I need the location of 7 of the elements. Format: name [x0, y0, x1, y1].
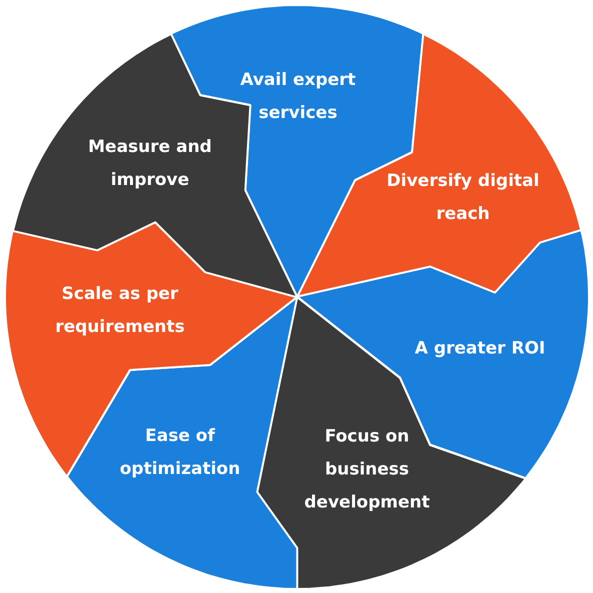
segment-label: Ease of optimization — [118, 425, 242, 481]
segment-label: Measure and improve — [87, 136, 213, 192]
segment-label: Avail expert services — [239, 69, 357, 125]
segment-label: A greater ROI — [414, 337, 546, 360]
segment-label: Scale as per requirements — [54, 283, 186, 339]
segment-label: Focus on business development — [303, 426, 431, 514]
segment-label: Diversify digital reach — [386, 170, 540, 226]
